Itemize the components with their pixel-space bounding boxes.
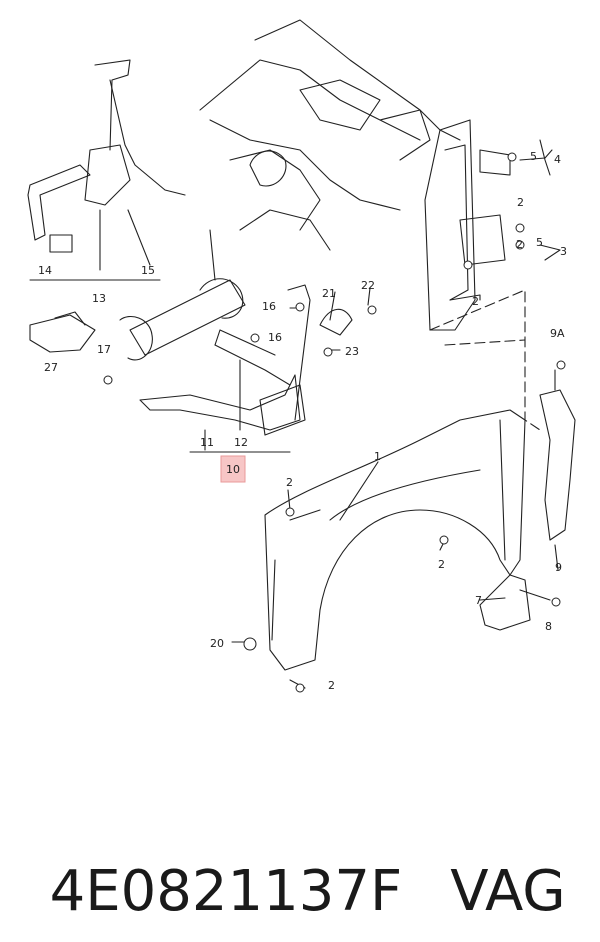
callout-9a: 9A: [550, 327, 565, 340]
callout-2: 2: [438, 558, 445, 571]
callout-15: 15: [141, 264, 155, 277]
callout-2: 2: [516, 238, 523, 251]
part-number: 4E0821137F: [49, 859, 403, 924]
callout-23: 23: [345, 345, 359, 358]
fasteners: [103, 152, 566, 693]
callout-1: 1: [374, 450, 381, 463]
callout-9: 9: [555, 561, 562, 574]
callout-21: 21: [322, 287, 336, 300]
callout-13: 13: [92, 292, 106, 305]
part-caption: 4E0821137F VAG: [14, 742, 600, 924]
brand-name: VAG: [450, 859, 566, 924]
callout-20: 20: [210, 637, 224, 650]
callout-16: 16: [262, 300, 276, 313]
callout-4: 4: [554, 153, 561, 166]
callout-10-highlight: [220, 455, 246, 483]
drawing-lines: [27, 19, 576, 689]
callout-12: 12: [234, 436, 248, 449]
callout-2: 2: [328, 679, 335, 692]
callout-27: 27: [44, 361, 58, 374]
callout-14: 14: [38, 264, 52, 277]
callout-2: 2: [472, 295, 479, 308]
callout-17: 17: [97, 343, 111, 356]
callout-16: 16: [268, 331, 282, 344]
callout-5: 5: [530, 150, 537, 163]
callout-8: 8: [545, 620, 552, 633]
callout-2: 2: [517, 196, 524, 209]
callout-7: 7: [475, 594, 482, 607]
callout-10: 10: [226, 463, 240, 476]
callout-2: 2: [286, 476, 293, 489]
callout-5: 5: [536, 236, 543, 249]
callout-11: 11: [200, 436, 214, 449]
callout-3: 3: [560, 245, 567, 258]
callout-labels: 1 2 2 2 2 2 2 3 4 5 5 7 8 9 9A 10 11 12 …: [38, 150, 567, 692]
callout-22: 22: [361, 279, 375, 292]
parts-diagram: 1 2 2 2 2 2 2 3 4 5 5 7 8 9 9A 10 11 12 …: [27, 19, 576, 693]
